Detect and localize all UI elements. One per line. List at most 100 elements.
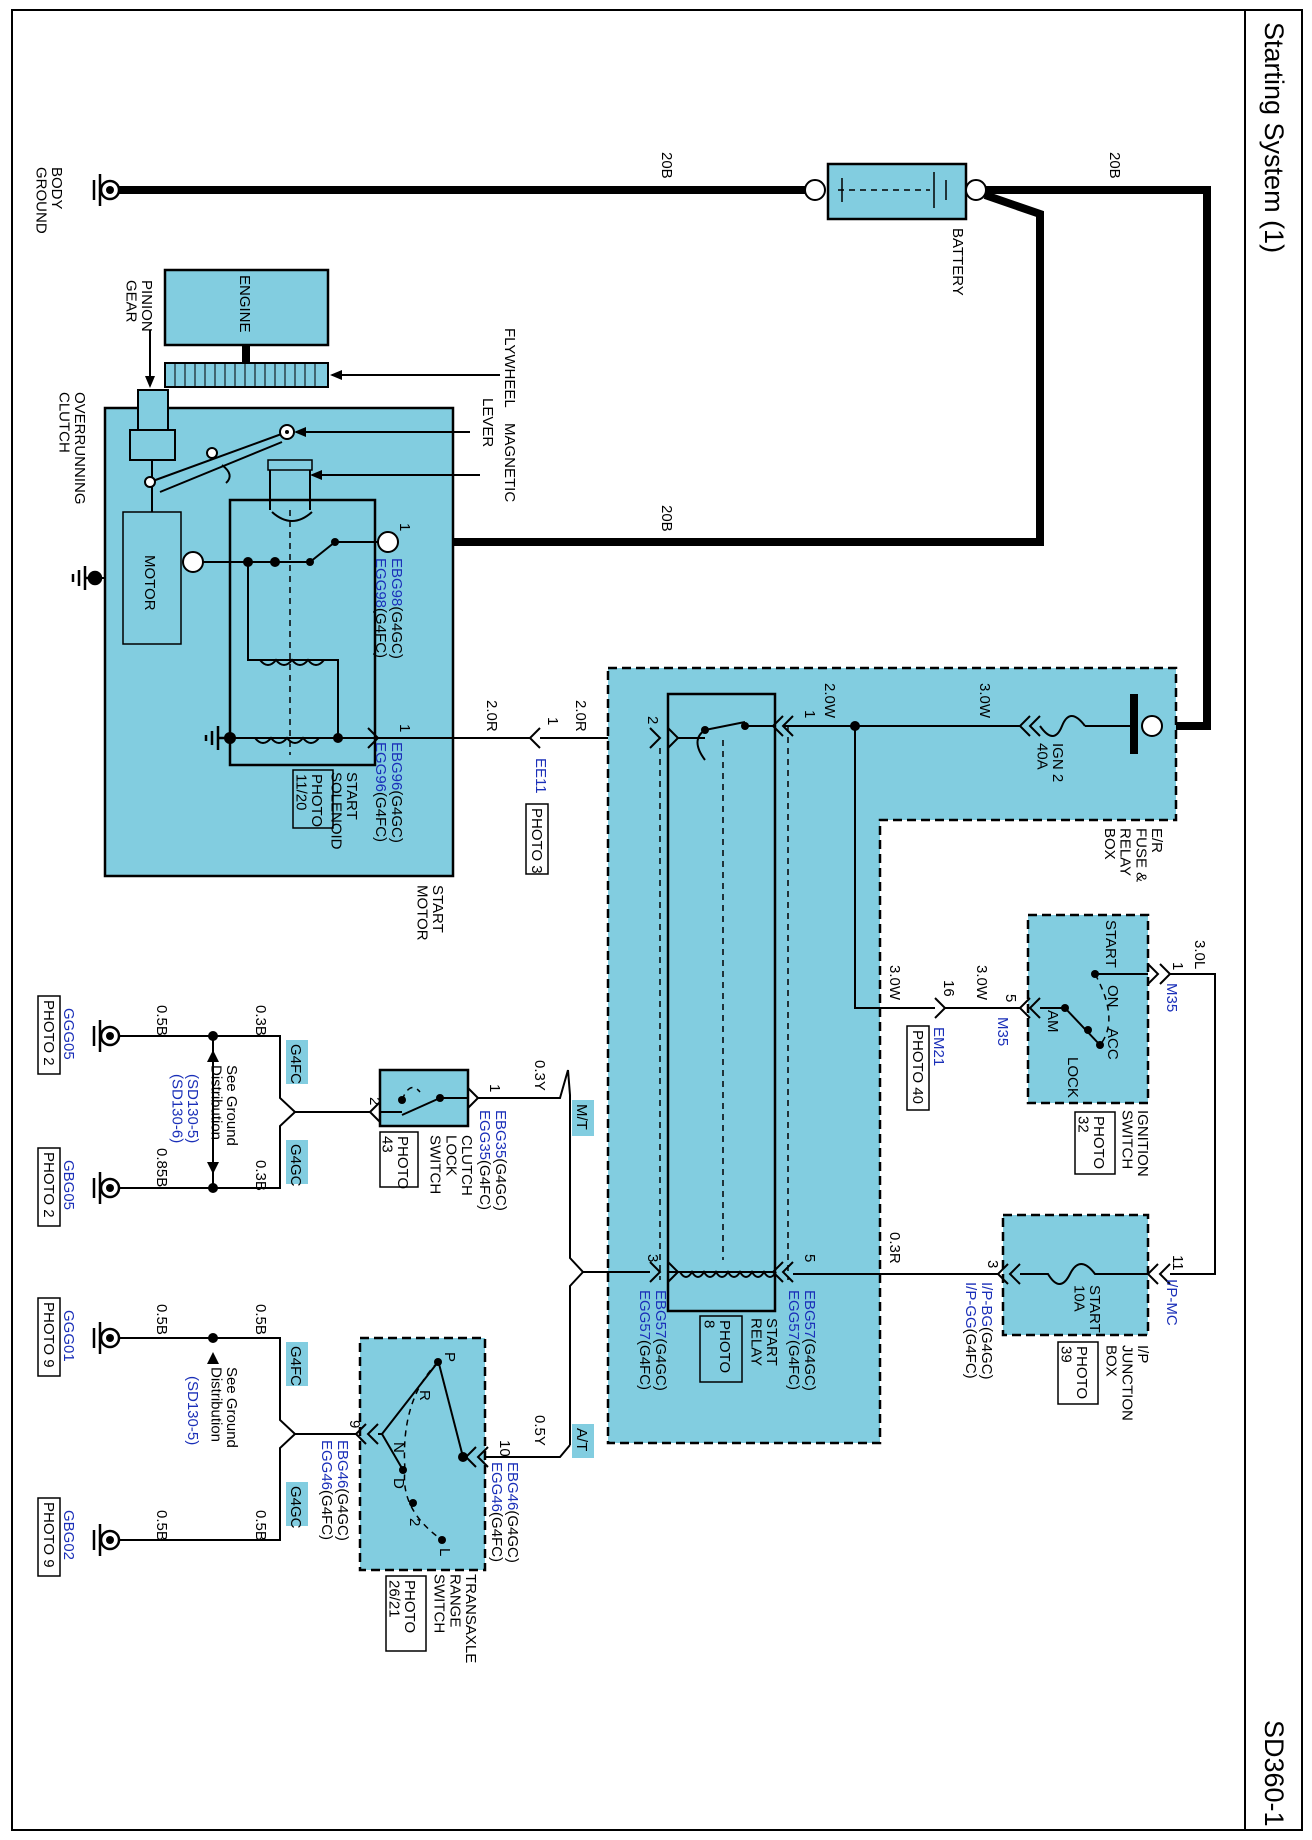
tr-blade <box>437 1359 464 1458</box>
lever-pivot <box>206 447 218 459</box>
pin-2-relay: 2 <box>644 716 661 724</box>
tr-d-label: D <box>390 1478 407 1489</box>
wire-label-05b-e: 0.5B <box>153 1510 170 1541</box>
page-title: Starting System (1) <box>1259 22 1289 253</box>
clutch-switch-label: CLUTCHLOCKSWITCH <box>427 1135 476 1196</box>
photo-junction: PHOTO39 <box>1057 1346 1090 1399</box>
flywheel-teeth <box>174 363 316 387</box>
photo-em21: PHOTO 40 <box>909 1030 926 1104</box>
connector-ebg98: EBG98(G4GC) <box>388 558 405 659</box>
wire-to-ignition <box>854 726 935 1009</box>
connector-ebg35: EBG35(G4GC) <box>492 1110 509 1211</box>
tr-dotted <box>403 1361 443 1541</box>
g4fc-label-a: G4FC <box>287 1044 304 1084</box>
g4fc-tag-b <box>286 1342 308 1386</box>
ign-acc-contact <box>1096 1041 1104 1049</box>
ground-label-gbg05: GBG05 <box>60 1160 77 1210</box>
pin-1-solenoid-a: 1 <box>396 523 413 531</box>
ground-label-ggg05: GGG05 <box>60 1008 77 1060</box>
photo-gbg02-box <box>37 1497 61 1577</box>
pin-1-ee11: 1 <box>544 717 561 725</box>
wire-clutch-grounds <box>110 1035 370 1113</box>
photo-ggg01-box <box>37 1297 61 1377</box>
photo-relay: PHOTO8 <box>700 1320 733 1373</box>
pin-3-relay: 3 <box>644 1254 661 1262</box>
photo-ggg05-box <box>37 995 61 1075</box>
connector-ee11: EE11 <box>532 758 549 794</box>
pinion-gear-label: PINIONGEAR <box>122 280 155 332</box>
g4gc-tag-a <box>286 1140 308 1184</box>
pin-1-ign: 1 <box>1169 962 1186 970</box>
at-label: A/T <box>573 1428 590 1451</box>
photo-solenoid-box <box>292 769 334 829</box>
wire-tr-grounds <box>110 1337 356 1435</box>
mt-label: M/T <box>573 1104 590 1130</box>
g4fc-label-b: G4FC <box>287 1346 304 1386</box>
see-ground-2-refs: (SD130-5) <box>184 1376 201 1445</box>
see-ground-1-refs: (SD130-5)(SD130-6) <box>168 1074 201 1143</box>
connector-ebg46a: EBG46(G4GC) <box>504 1462 521 1563</box>
junction-coil <box>333 733 343 743</box>
pin-16: 16 <box>940 980 957 997</box>
start-relay-label: STARTRELAY <box>747 1318 780 1366</box>
switch-blade <box>309 541 336 563</box>
clutch-dotted <box>401 1086 421 1101</box>
tr-r-n-out <box>378 1433 404 1471</box>
wire-label-05y: 0.5Y <box>531 1415 548 1446</box>
flywheel-arrow <box>330 370 342 380</box>
ground-label-gbg02: GBG02 <box>60 1510 77 1560</box>
pin-1-solenoid-b: 1 <box>396 724 413 732</box>
wire-label-05b-a: 0.5B <box>153 1005 170 1036</box>
g4fc-tag-a <box>286 1040 308 1084</box>
wire-label-30l: 3.0L <box>1191 940 1208 969</box>
tr-r-label: R <box>416 1390 433 1401</box>
wire-label-30w-b: 3.0W <box>886 965 903 1001</box>
motor-label: MOTOR <box>141 555 158 611</box>
engine <box>163 268 330 347</box>
ground-splice-arrow-b <box>207 1162 219 1174</box>
ground-ggg01 <box>92 1322 121 1354</box>
junction-motor-b <box>270 557 280 567</box>
pin-5-relay: 5 <box>801 1254 818 1262</box>
ign-blade <box>1064 1007 1101 1046</box>
photo-ignition: PHOTO32 <box>1074 1116 1107 1169</box>
switch-on-label: ON <box>1104 985 1121 1008</box>
pin-3-ip: 3 <box>984 1260 1001 1268</box>
flywheel-label: FLYWHEEL <box>501 328 518 408</box>
switch-am-label: AM <box>1044 1010 1061 1033</box>
pin-1-relay: 1 <box>801 710 818 718</box>
start-solenoid-label: STARTSOLENOID <box>327 772 360 850</box>
pin-1-clutch: 1 <box>486 1084 503 1092</box>
ip-junction-label: I/PJUNCTIONBOX <box>1103 1345 1152 1421</box>
lever-arrow <box>294 427 306 437</box>
connector-ipgg: I/P-GG(G4FC) <box>962 1282 979 1379</box>
wire-mt-clutch <box>478 1069 569 1099</box>
wire-tr-g4gc <box>110 1433 296 1541</box>
photo-clutch: PHOTO43 <box>378 1136 411 1189</box>
ground-gbg02 <box>92 1524 121 1556</box>
wire-at <box>569 1271 584 1445</box>
engine-label: ENGINE <box>236 275 253 333</box>
connector-chevron-s <box>367 727 380 749</box>
flywheel <box>164 362 329 388</box>
wire-clutch-g4gc <box>110 1111 296 1189</box>
connector-ebg46b: EBG46(G4GC) <box>334 1440 351 1541</box>
photo-ggg05: PHOTO 2 <box>40 1000 57 1066</box>
at-tag <box>572 1424 594 1458</box>
start-fuse-label: START10A <box>1070 1285 1103 1333</box>
tr-l-label: L <box>436 1548 453 1556</box>
photo-ignition-box <box>1074 1111 1116 1175</box>
fuse-ign2 <box>1039 715 1086 737</box>
photo-junction-box <box>1057 1341 1099 1405</box>
ground-gbg05 <box>92 1172 121 1204</box>
switch-lock-label: LOCK <box>1064 1057 1081 1098</box>
hold-coil <box>259 658 325 666</box>
photo-transaxle: PHOTO26/21 <box>385 1580 418 1633</box>
tr-n-label: N <box>390 1442 407 1453</box>
wire-label-03r: 0.3R <box>886 1232 903 1264</box>
wire-label-20b-c: 20B <box>658 505 675 532</box>
tr-d-contact <box>409 1499 417 1507</box>
fuse-box-label: E/RFUSE &RELAYBOX <box>1101 828 1165 882</box>
ground-label-ggg01: GGG01 <box>60 1310 77 1362</box>
clutch-chevron-1 <box>467 1087 480 1109</box>
